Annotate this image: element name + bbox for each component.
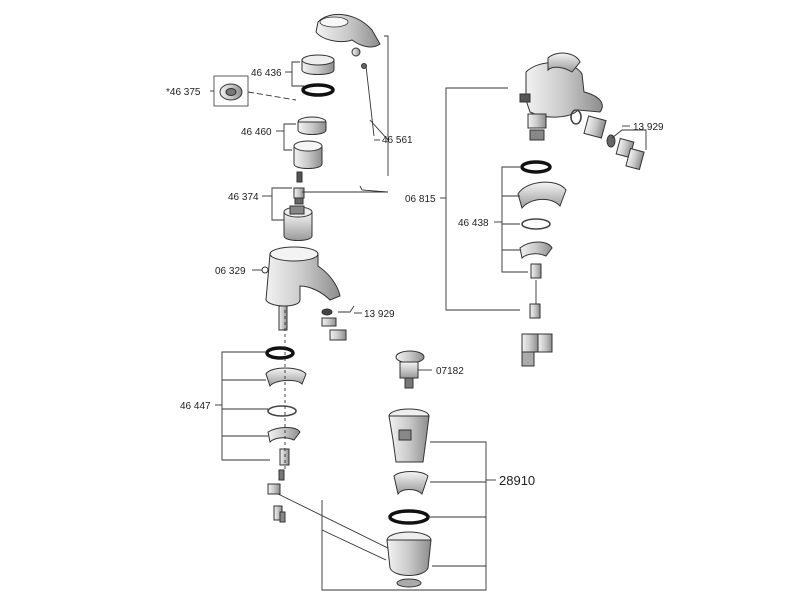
plug-part xyxy=(395,350,425,389)
popup-rod-set-part xyxy=(265,310,393,551)
aerator-left-part xyxy=(321,308,347,341)
label-spout-body: 06 329 xyxy=(215,266,246,277)
screw-set-part xyxy=(293,171,305,205)
label-plug: 07182 xyxy=(436,366,464,377)
leader-lines xyxy=(210,35,647,591)
label-cartridge-alt: *46 375 xyxy=(166,87,201,98)
label-aerator-right: 13 929 xyxy=(633,122,664,133)
spout-body-part xyxy=(261,246,341,331)
aerator-right-part xyxy=(570,109,645,171)
part-labels: *46 375 46 436 46 460 46 561 46 374 06 3… xyxy=(166,68,664,488)
waste-set-part xyxy=(386,408,432,588)
label-aerator-left: 13 929 xyxy=(364,309,395,320)
label-screw-set: 46 374 xyxy=(228,192,259,203)
label-bidet-body: 06 815 xyxy=(405,194,436,205)
cartridge-alt-part xyxy=(213,75,249,107)
handle-lever xyxy=(315,13,381,69)
label-waste-set: 28910 xyxy=(499,473,535,488)
cap-ring-part xyxy=(301,54,335,97)
label-handle-assembly: 46 561 xyxy=(382,135,413,146)
label-popup-rod-set: 46 447 xyxy=(180,401,211,412)
label-bidet-fixing-set: 46 438 xyxy=(458,218,489,229)
bidet-body-part xyxy=(519,52,603,141)
label-cap-set: 46 436 xyxy=(251,68,282,79)
label-sleeve-set: 46 460 xyxy=(241,127,272,138)
cartridge-part xyxy=(283,205,313,241)
sleeve-part xyxy=(293,116,327,169)
bidet-fixing-set-part xyxy=(517,160,567,367)
